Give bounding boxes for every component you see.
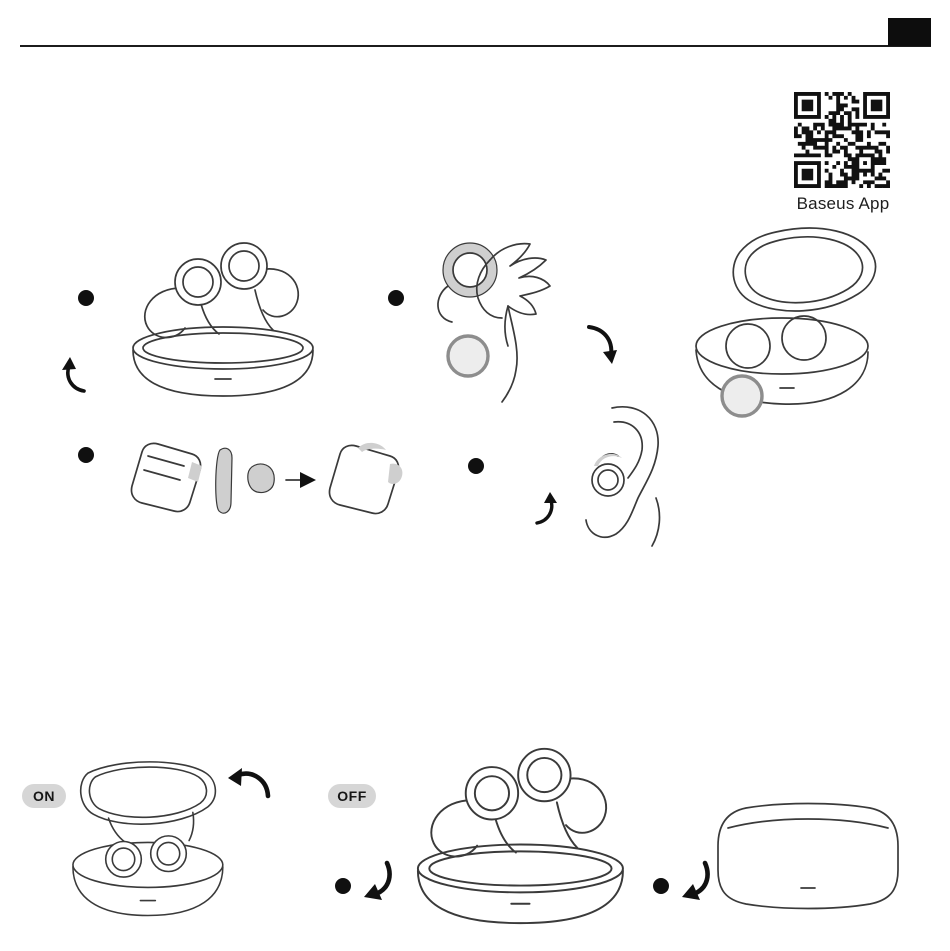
hand-removing-earbud-illustration — [437, 242, 551, 403]
ear-wearing-illustration — [585, 406, 661, 547]
power-off-badge: OFF — [328, 784, 376, 808]
curved-arrow-icon — [364, 860, 392, 900]
open-case-earbuds-inside-illustration — [72, 761, 224, 917]
curved-arrow-icon — [228, 768, 271, 799]
earbuds-above-open-case-illustration — [132, 242, 314, 397]
header-divider — [20, 45, 931, 47]
step-dot-icon — [388, 290, 404, 306]
open-empty-case-illustration — [695, 227, 877, 418]
qr-caption: Baseus App — [796, 194, 890, 213]
step-dot-icon — [335, 878, 351, 894]
power-on-badge: ON — [22, 784, 66, 808]
closed-case-illustration — [717, 802, 899, 910]
qr-code-icon — [794, 92, 890, 188]
step-dot-icon — [468, 458, 484, 474]
step-dot-icon — [78, 290, 94, 306]
step-dot-icon — [78, 447, 94, 463]
curved-arrow-icon — [587, 325, 617, 364]
curved-arrow-icon — [535, 492, 557, 525]
curved-arrow-icon — [62, 357, 86, 393]
curved-arrow-icon — [682, 860, 710, 900]
earbuds-above-open-case-illustration — [416, 747, 624, 925]
page-corner-tab — [888, 18, 931, 46]
step-dot-icon — [653, 878, 669, 894]
eartip-replacement-illustration — [130, 442, 403, 515]
